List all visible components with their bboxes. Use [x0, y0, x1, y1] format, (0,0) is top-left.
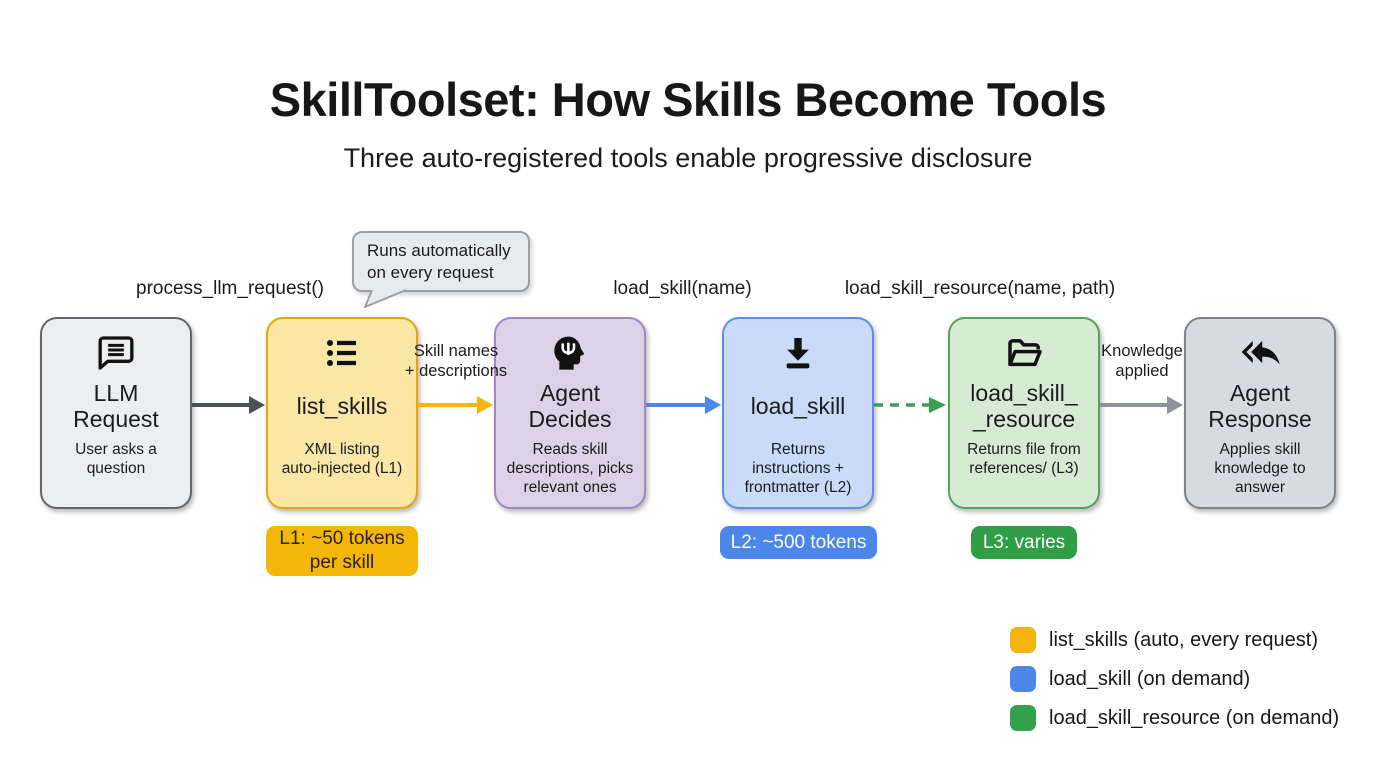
download-icon [778, 333, 818, 373]
callout-tail [364, 289, 407, 308]
label-load-skill: load_skill(name) [613, 278, 752, 299]
psychology-icon [550, 333, 590, 373]
node-desc: XML listing auto-injected (L1) [281, 441, 403, 477]
legend-swatch-green [1010, 705, 1036, 731]
node-title: list_skills [296, 392, 388, 419]
node-desc: User asks a question [75, 441, 157, 477]
node-title: Agent Response [1208, 379, 1312, 432]
reply-all-icon [1240, 333, 1280, 373]
badge-l3-varies: L3: varies [971, 526, 1077, 559]
legend-item-list-skills: list_skills (auto, every request) [1010, 627, 1339, 653]
node-desc: Returns file from references/ (L3) [967, 441, 1081, 477]
callout-runs-automatically: Runs automatically on every request [352, 231, 530, 292]
node-desc: Returns instructions + frontmatter (L2) [744, 441, 852, 496]
arrow-list-skills-to-agent [418, 396, 493, 414]
legend-swatch-yellow [1010, 627, 1036, 653]
list-icon [322, 333, 362, 373]
node-title: load_skill_ _resource [970, 379, 1078, 432]
folder-open-icon [1004, 333, 1044, 373]
node-title: LLM Request [73, 379, 159, 432]
node-list-skills: list_skills XML listing auto-injected (L… [266, 317, 418, 509]
node-agent-response: Agent Response Applies skill knowledge t… [1184, 317, 1336, 509]
page-title: SkillToolset: How Skills Become Tools [269, 73, 1107, 126]
edge-label-skill-names: Skill names + descriptions [404, 342, 508, 380]
node-load-skill: load_skill Returns instructions + frontm… [722, 317, 874, 509]
legend-item-load-skill: load_skill (on demand) [1010, 666, 1339, 692]
node-title: Agent Decides [528, 379, 612, 432]
node-load-skill-resource: load_skill_ _resource Returns file from … [948, 317, 1100, 509]
badge-l1-tokens: L1: ~50 tokens per skill [266, 526, 418, 576]
node-desc: Reads skill descriptions, picks relevant… [506, 441, 634, 496]
arrow-load-skill-to-resource [874, 397, 946, 413]
callout-text: Runs automatically on every request [367, 240, 511, 282]
label-load-skill-resource: load_skill_resource(name, path) [844, 278, 1116, 299]
badge-l2-tokens: L2: ~500 tokens [720, 526, 877, 559]
node-title: load_skill [750, 392, 846, 419]
legend-label: load_skill (on demand) [1049, 667, 1251, 690]
arrow-resource-to-response [1100, 396, 1183, 414]
legend-swatch-blue [1010, 666, 1036, 692]
label-process-llm-request: process_llm_request() [136, 278, 324, 299]
legend-item-load-skill-resource: load_skill_resource (on demand) [1010, 705, 1339, 731]
chat-icon [96, 333, 136, 373]
arrow-agent-to-load-skill [646, 396, 721, 414]
legend-label: load_skill_resource (on demand) [1049, 706, 1340, 729]
node-desc: Applies skill knowledge to answer [1214, 441, 1306, 496]
page-subtitle: Three auto-registered tools enable progr… [343, 143, 1033, 173]
node-agent-decides: Agent Decides Reads skill descriptions, … [494, 317, 646, 509]
legend-label: list_skills (auto, every request) [1049, 628, 1318, 651]
arrow-llm-to-list-skills [192, 396, 265, 414]
node-llm-request: LLM Request User asks a question [40, 317, 192, 509]
legend: list_skills (auto, every request) load_s… [1010, 627, 1339, 744]
edge-label-knowledge-applied: Knowledge applied [1101, 342, 1183, 380]
